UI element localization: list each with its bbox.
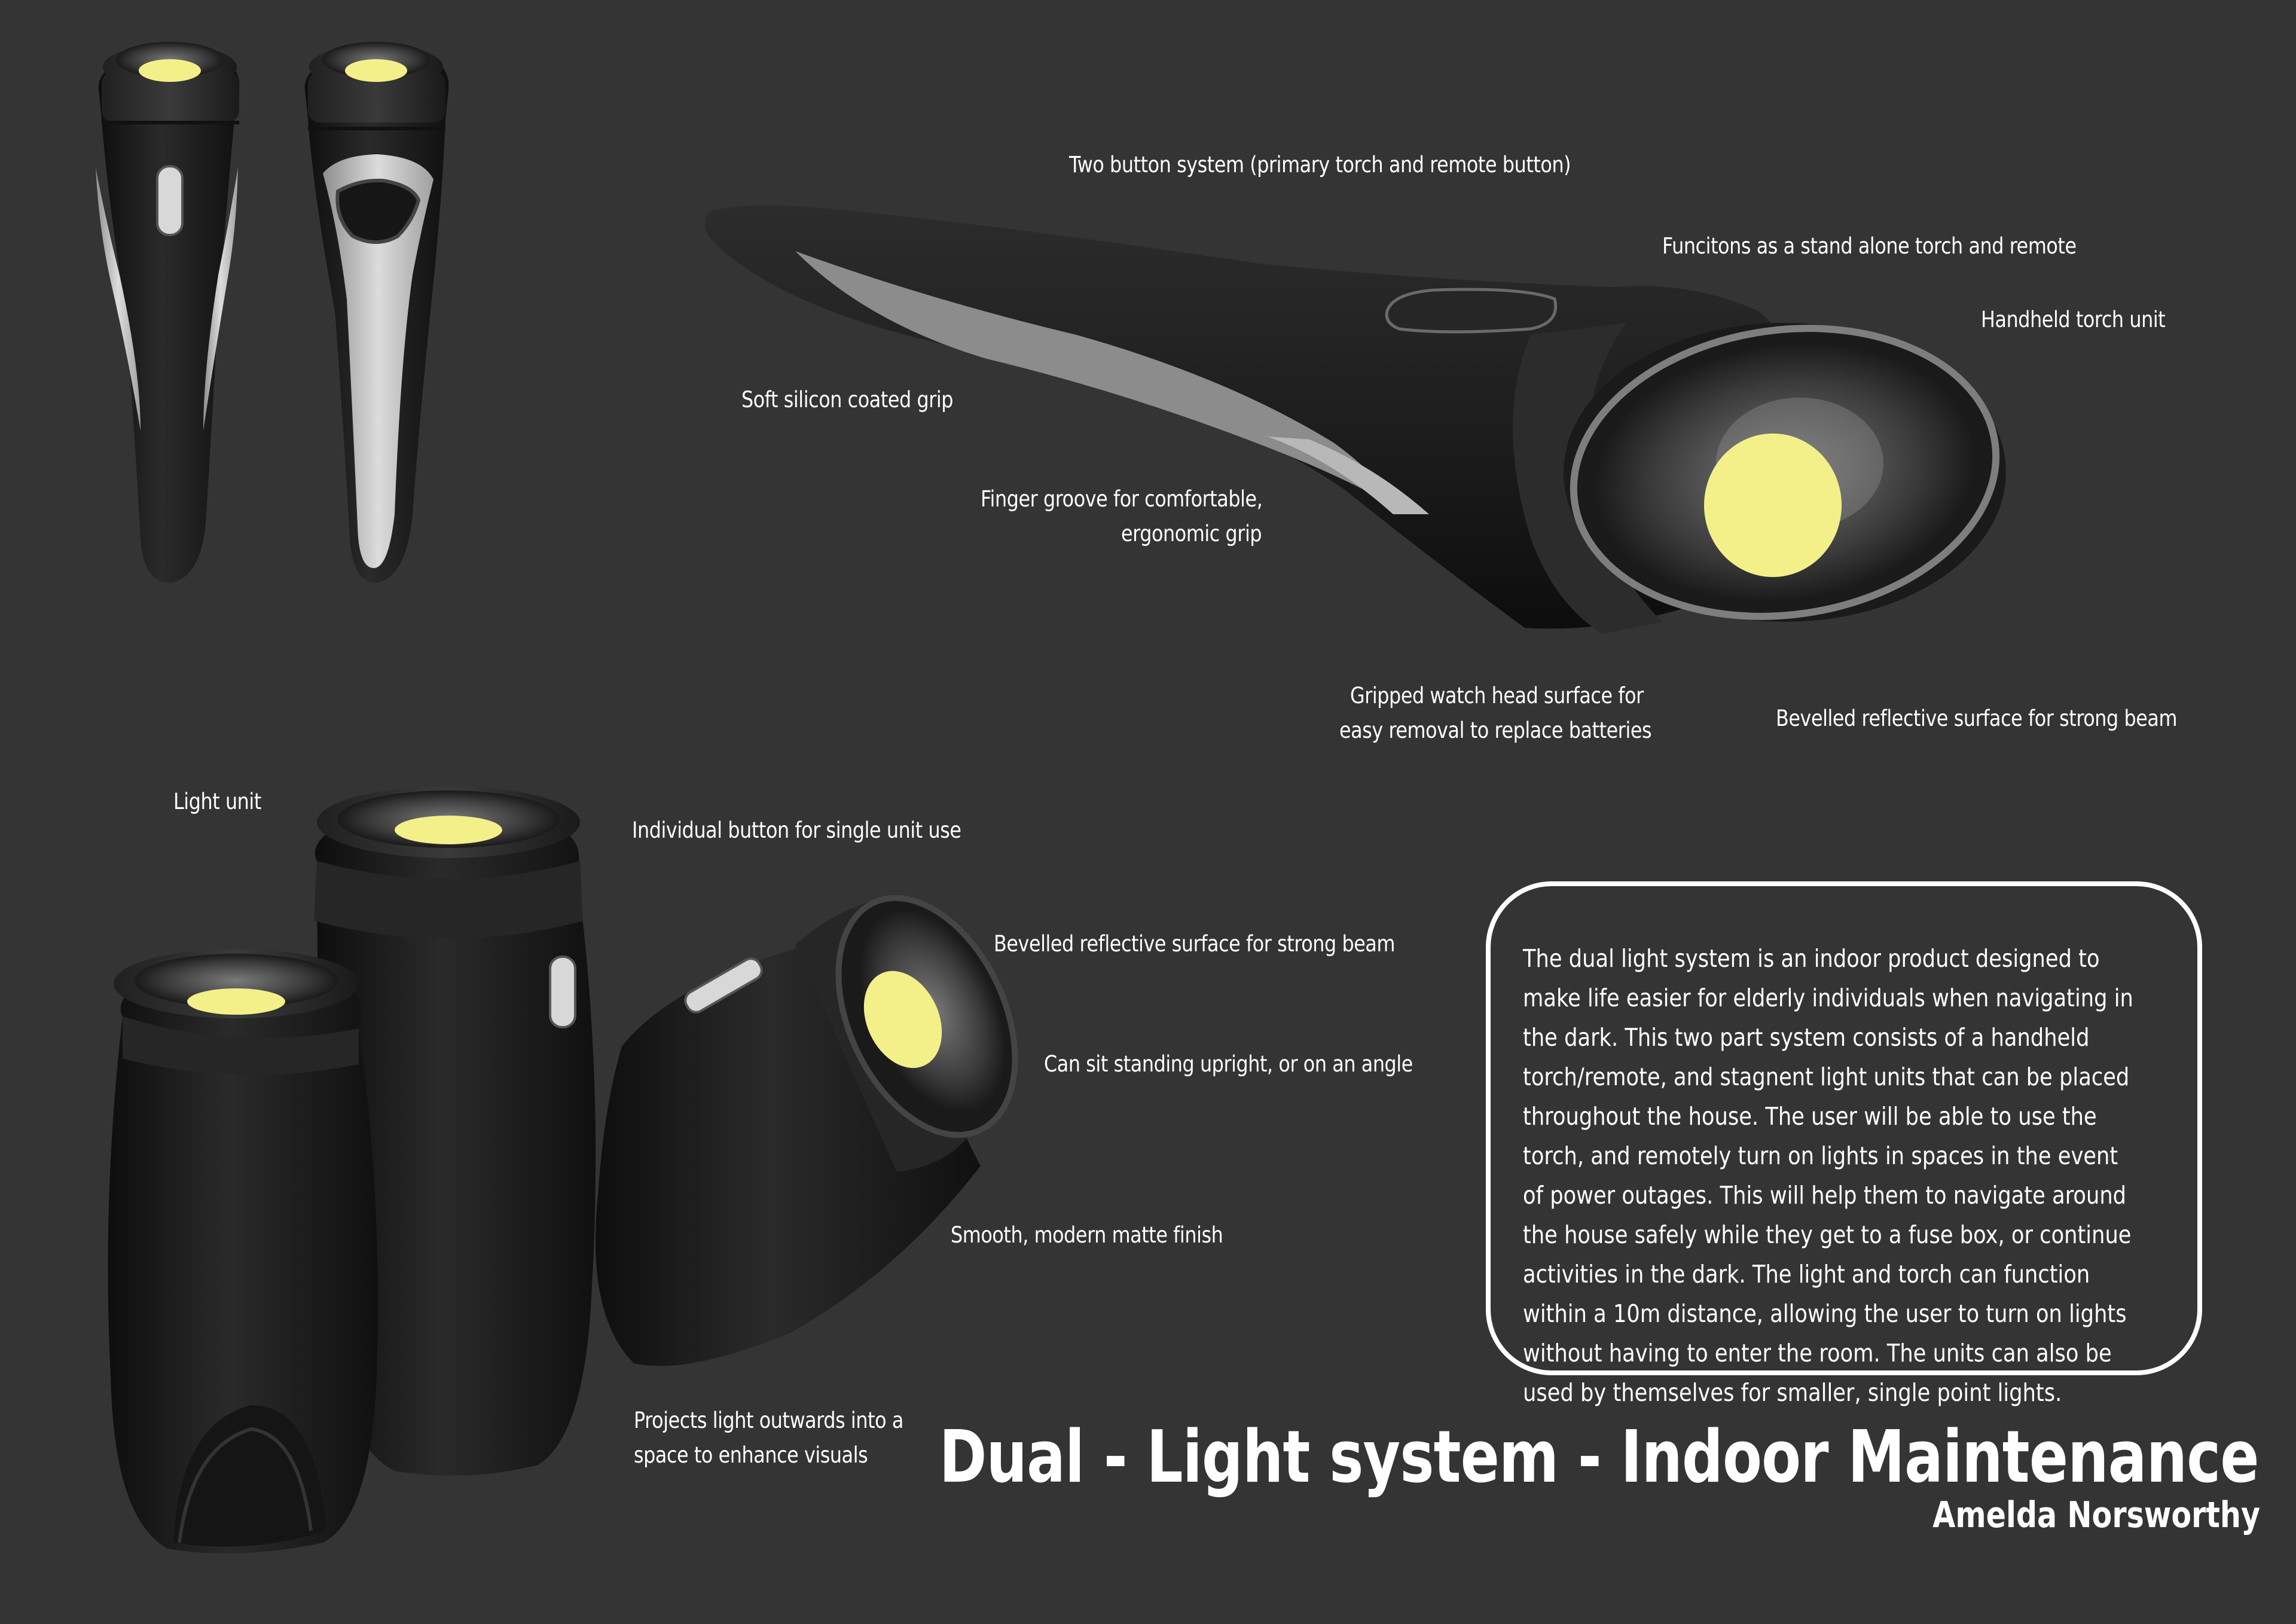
- label-matte-finish: Smooth, modern matte finish: [951, 1222, 1223, 1248]
- label-projects-light: Projects light outwards into a: [634, 1408, 903, 1433]
- description-box: The dual light system is an indoor produ…: [1486, 881, 2202, 1407]
- light-unit-standing-front: [108, 949, 378, 1553]
- label-watch-head: Gripped watch head surface for: [1350, 683, 1644, 709]
- label-projects-light-2: space to enhance visuals: [634, 1442, 868, 1468]
- label-finger-groove-2: ergonomic grip: [1121, 521, 1262, 547]
- author-name: Amelda Norsworthy: [1932, 1494, 2260, 1536]
- label-finger-groove: Finger groove for comfortable,: [981, 486, 1263, 512]
- label-sit-upright: Can sit standing upright, or on an angle: [1044, 1051, 1413, 1077]
- light-unit-tilted: [596, 895, 1018, 1366]
- label-two-button-system: Two button system (primary torch and rem…: [1069, 152, 1571, 178]
- label-soft-grip: Soft silicon coated grip: [741, 387, 954, 413]
- description-text: The dual light system is an indoor produ…: [1523, 944, 2133, 1407]
- label-bevelled-torch: Bevelled reflective surface for strong b…: [1776, 706, 2178, 731]
- label-individual-button: Individual button for single unit use: [632, 817, 961, 843]
- page-title: Dual - Light system - Indoor Maintenance: [939, 1416, 2260, 1499]
- torch-side-view: [704, 205, 2006, 634]
- label-handheld-torch-unit: Handheld torch unit: [1981, 307, 2166, 332]
- torch-front-view: [96, 42, 240, 583]
- label-standalone-torch: Funcitons as a stand alone torch and rem…: [1662, 233, 2077, 259]
- torch-back-view: [304, 42, 449, 583]
- label-watch-head-2: easy removal to replace batteries: [1339, 718, 1652, 743]
- light-unit-standing-tall: [314, 786, 596, 1476]
- label-light-unit: Light unit: [173, 789, 261, 814]
- label-bevelled-unit: Bevelled reflective surface for strong b…: [994, 931, 1396, 957]
